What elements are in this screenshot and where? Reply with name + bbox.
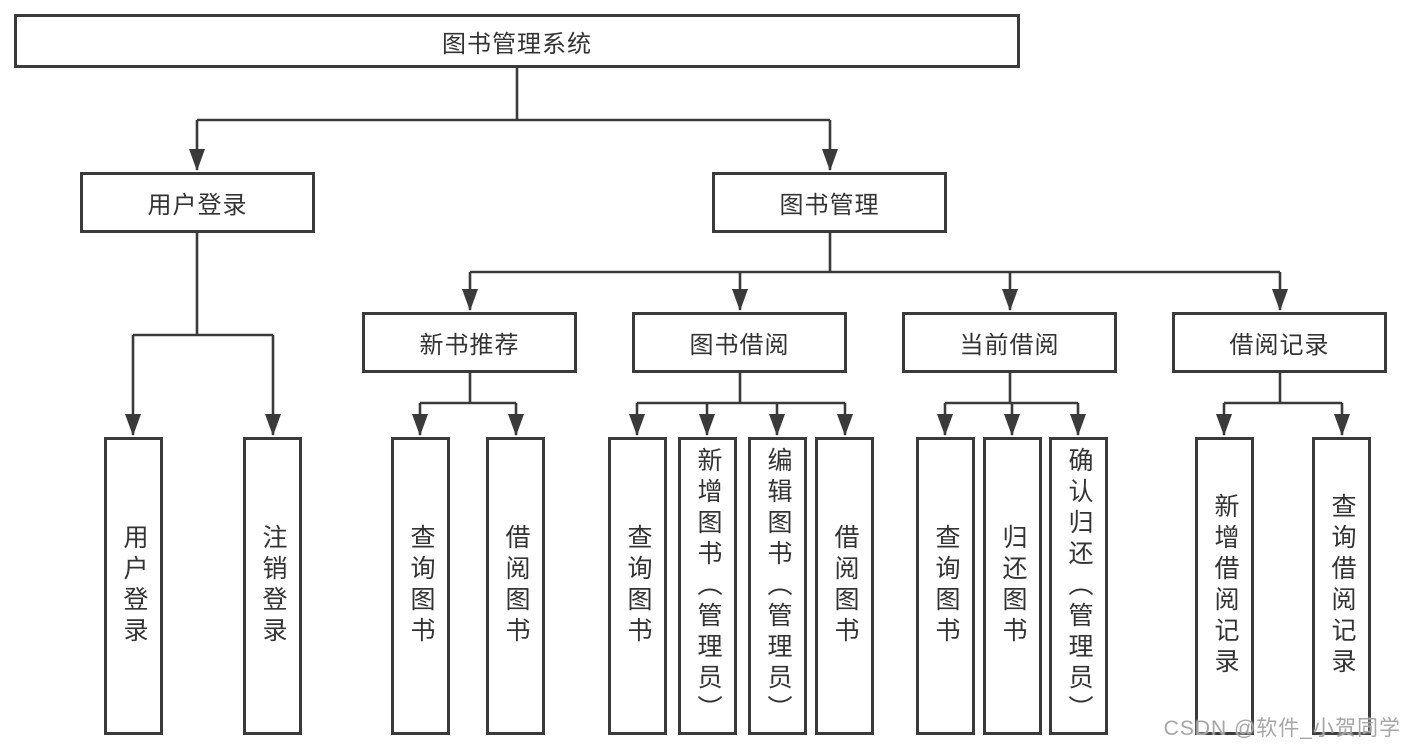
node-current-borrow: 当前借阅 xyxy=(902,312,1117,373)
leaf-query-books-2: 查询图书 xyxy=(608,437,667,735)
csdn-watermark: CSDN @软件_小贺同学 xyxy=(1163,717,1401,740)
leaf-query-borrow-record: 查询借阅记录 xyxy=(1312,437,1371,735)
node-root-system: 图书管理系统 xyxy=(14,14,1020,68)
leaf-edit-books-admin: 编辑图书（管理员） xyxy=(748,437,807,735)
node-borrow-records: 借阅记录 xyxy=(1172,312,1387,373)
leaf-query-books-1: 查询图书 xyxy=(391,437,450,735)
node-book-borrow: 图书借阅 xyxy=(632,312,847,373)
leaf-confirm-return-admin: 确认归还（管理员） xyxy=(1049,437,1108,735)
leaf-borrow-books-1: 借阅图书 xyxy=(486,437,545,735)
leaf-logout: 注销登录 xyxy=(243,437,302,735)
leaf-query-books-3: 查询图书 xyxy=(916,437,975,735)
leaf-add-borrow-record: 新增借阅记录 xyxy=(1195,437,1254,735)
node-new-book-recommend: 新书推荐 xyxy=(362,312,577,373)
node-user-login: 用户登录 xyxy=(80,172,315,233)
leaf-return-books: 归还图书 xyxy=(983,437,1042,735)
leaf-add-books-admin: 新增图书（管理员） xyxy=(678,437,737,735)
leaf-user-login: 用户登录 xyxy=(104,437,163,735)
leaf-borrow-books-2: 借阅图书 xyxy=(815,437,874,735)
node-book-management: 图书管理 xyxy=(712,172,947,233)
